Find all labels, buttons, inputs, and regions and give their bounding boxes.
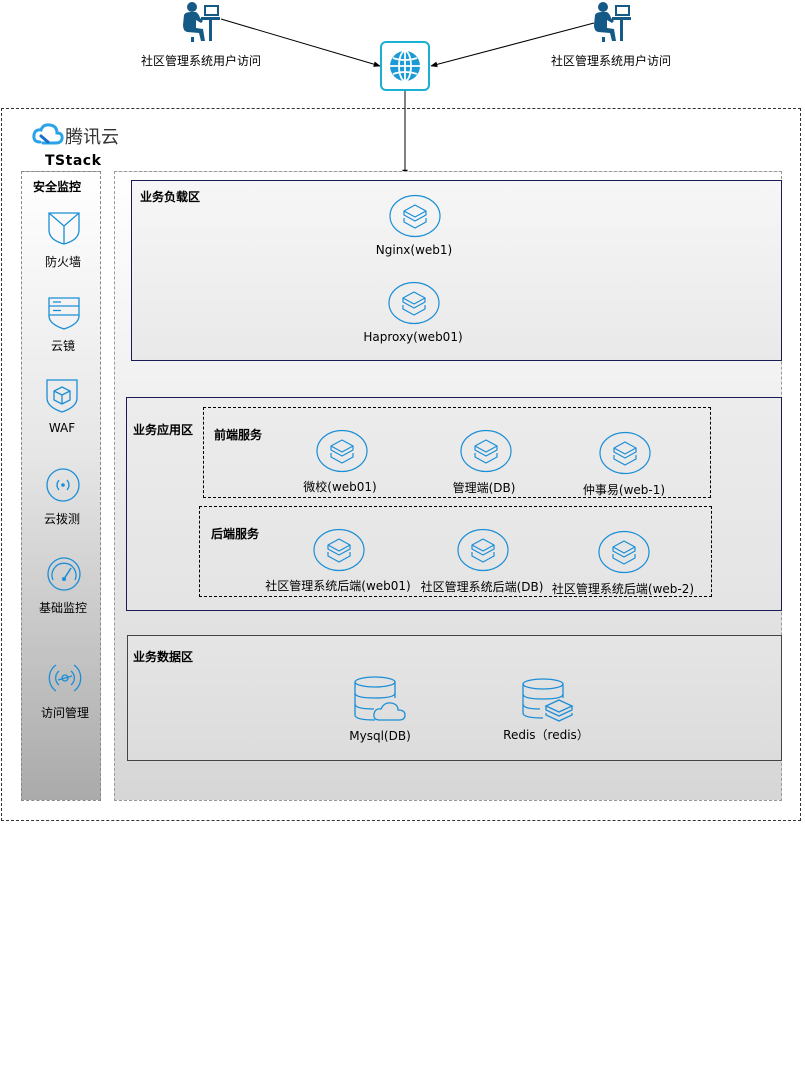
- backend-node-label: 社区管理系统后端(web-2): [551, 582, 695, 596]
- tencent-cloud-logo-icon: [32, 123, 64, 145]
- frontend-node-label: 管理端(DB): [452, 481, 516, 495]
- server-node-icon: [389, 194, 441, 238]
- access-management-icon: [48, 664, 82, 692]
- data-zone: [127, 635, 782, 761]
- security-item-label: 访问管理: [40, 706, 89, 720]
- security-panel-title: 安全监控: [33, 180, 82, 194]
- frontend-service-group: [203, 407, 711, 498]
- security-item-label: 防火墙: [44, 255, 81, 269]
- waf-icon: [46, 379, 78, 413]
- server-node-icon: [388, 281, 440, 325]
- arrow-right-user-to-internet: [430, 22, 595, 68]
- server-node-icon: [598, 530, 650, 574]
- server-node-icon: [457, 528, 509, 572]
- backend-group-title: 后端服务: [211, 527, 260, 541]
- cloud-mirror-icon: [48, 297, 80, 330]
- firewall-icon: [48, 212, 80, 245]
- security-monitoring-panel: [21, 171, 101, 801]
- user-computer-icon: [594, 2, 631, 42]
- cloud-database-icon: [354, 676, 406, 721]
- arrow-left-user-to-internet: [220, 18, 381, 67]
- frontend-node-label: 仲事易(web-1): [582, 483, 666, 497]
- security-item-label: 云镜: [50, 339, 75, 353]
- security-item-label: WAF: [48, 421, 76, 435]
- redis-database-icon: [522, 678, 574, 722]
- internet-node: [380, 41, 430, 91]
- app-zone-title: 业务应用区: [133, 423, 194, 437]
- server-node-icon: [599, 431, 651, 475]
- backend-node-label: 社区管理系统后端(web01): [265, 579, 411, 593]
- frontend-node-label: 微校(web01): [303, 480, 377, 494]
- globe-icon: [390, 50, 420, 82]
- application-zone: [126, 397, 782, 611]
- user-computer-icon: [183, 2, 220, 42]
- server-node-icon: [316, 429, 368, 473]
- data-node-label: Mysql(DB): [349, 729, 411, 743]
- load-node-label: Nginx(web1): [375, 243, 453, 257]
- load-node-label: Haproxy(web01): [363, 330, 463, 344]
- security-item-label: 基础监控: [38, 601, 87, 615]
- data-node-label: Redis（redis）: [503, 728, 589, 742]
- cloud-probe-icon: [46, 468, 80, 502]
- tencent-cloud-frame: [1, 108, 801, 821]
- left-user-label: 社区管理系统用户访问: [140, 54, 261, 68]
- platform-name: TStack: [45, 153, 102, 169]
- frontend-group-title: 前端服务: [214, 428, 263, 442]
- load-zone-title: 业务负载区: [140, 190, 201, 204]
- security-item-label: 云拨测: [43, 512, 80, 526]
- backend-node-label: 社区管理系统后端(DB): [420, 580, 544, 594]
- load-balancing-zone: [131, 180, 782, 361]
- gauge-icon: [47, 557, 81, 591]
- tencent-cloud-logo-text: 腾讯云: [65, 127, 119, 148]
- backend-service-group: [199, 506, 712, 597]
- server-node-icon: [313, 528, 365, 572]
- right-user-label: 社区管理系统用户访问: [550, 54, 671, 68]
- server-node-icon: [460, 429, 512, 473]
- data-zone-title: 业务数据区: [133, 650, 194, 664]
